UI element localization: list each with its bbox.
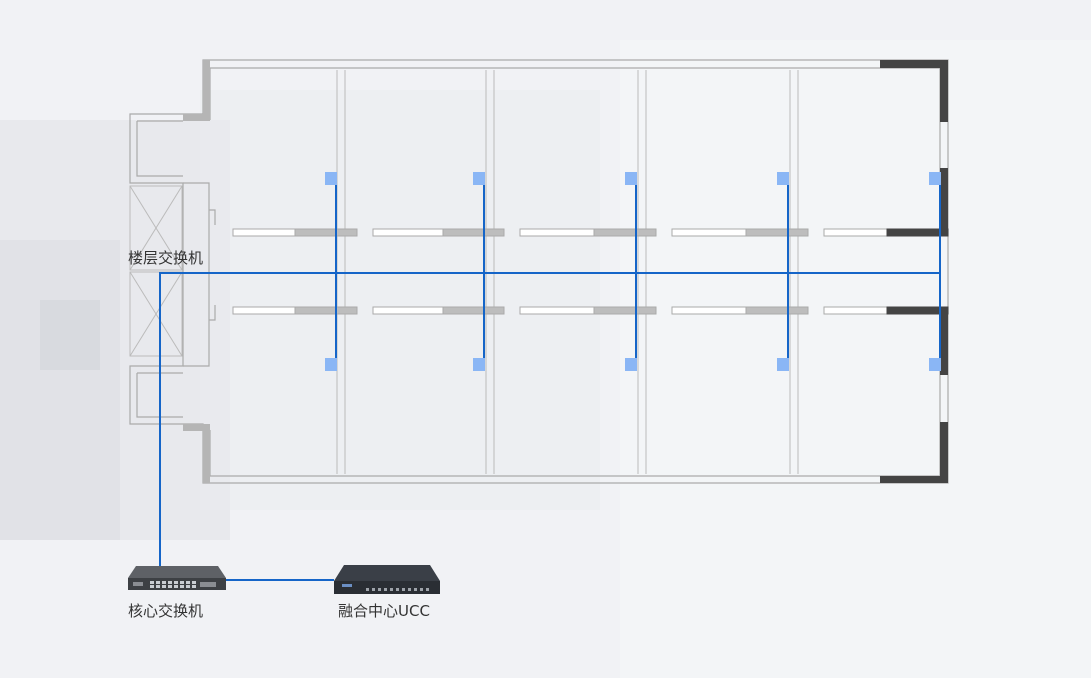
- network-links: [159, 180, 941, 581]
- access-point: [777, 172, 789, 185]
- access-point: [929, 172, 941, 185]
- ucc-label: 融合中心UCC: [338, 602, 430, 620]
- network-switch-icon: [128, 566, 226, 590]
- access-point: [473, 172, 485, 185]
- rack-server-icon: [334, 565, 440, 594]
- access-point: [473, 358, 485, 371]
- floor-switch-label: 楼层交换机: [128, 249, 204, 267]
- corridor-walls-bottom: [232, 306, 949, 315]
- core-switch-label: 核心交换机: [128, 602, 204, 620]
- access-point: [325, 358, 337, 371]
- access-point: [777, 358, 789, 371]
- corridor-walls-top: [232, 228, 949, 237]
- wall-fills: [183, 60, 948, 483]
- access-point: [929, 358, 941, 371]
- access-point: [625, 172, 637, 185]
- access-points: [325, 172, 941, 371]
- building-outline: [129, 59, 949, 484]
- access-point: [325, 172, 337, 185]
- elevator-shaft: [129, 185, 183, 357]
- access-point: [625, 358, 637, 371]
